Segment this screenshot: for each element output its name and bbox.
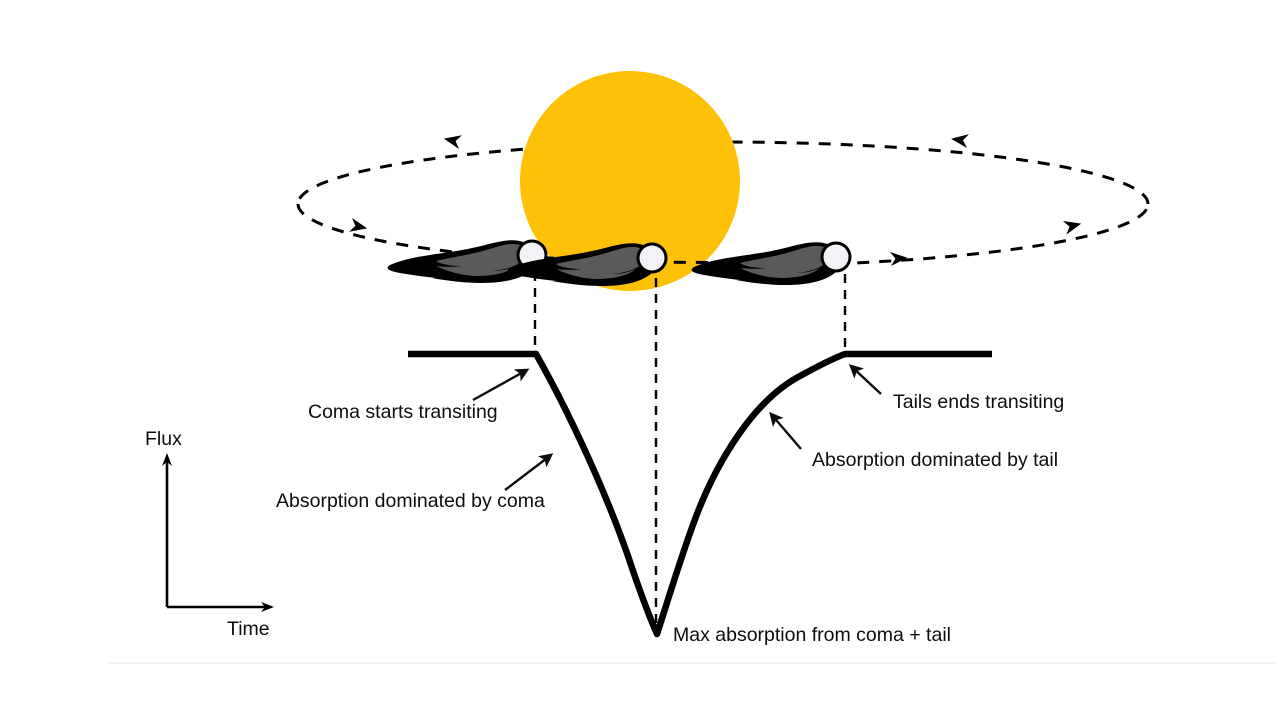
orbit-direction-arrow-back-left: [443, 135, 462, 149]
orbit-direction-arrow-front-left: [349, 218, 368, 232]
annotation-max-absorption: Max absorption from coma + tail: [673, 624, 951, 646]
annotation-absorption-dominated-by-tail: Absorption dominated by tail: [812, 449, 1058, 471]
orbit-direction-arrow-back-right: [951, 134, 969, 148]
time-axis-label: Time: [227, 618, 270, 640]
transit-light-curve: [408, 350, 992, 638]
flux-axis-label: Flux: [145, 428, 182, 450]
arrow-absorption-dominated-by-tail: [769, 411, 802, 450]
orbital-path: [296, 134, 1150, 268]
annotation-arrows: [472, 364, 882, 491]
arrow-coma-starts-transiting: [472, 368, 530, 402]
annotation-absorption-dominated-by-coma: Absorption dominated by coma: [276, 490, 545, 512]
arrow-absorption-dominated-by-coma: [504, 453, 554, 491]
annotation-coma-starts-transiting: Coma starts transiting: [308, 401, 498, 423]
orbit-direction-arrow-front-mid: [890, 252, 908, 266]
host-star: [520, 71, 740, 291]
arrow-tails-ends-transiting: [848, 364, 882, 395]
time-axis-arrowhead: [261, 602, 274, 612]
orbit-direction-arrow-front-right: [1063, 221, 1082, 235]
annotation-tails-ends-transiting: Tails ends transiting: [893, 391, 1064, 413]
flux-axis-arrowhead: [162, 453, 172, 466]
axes: [162, 453, 274, 612]
